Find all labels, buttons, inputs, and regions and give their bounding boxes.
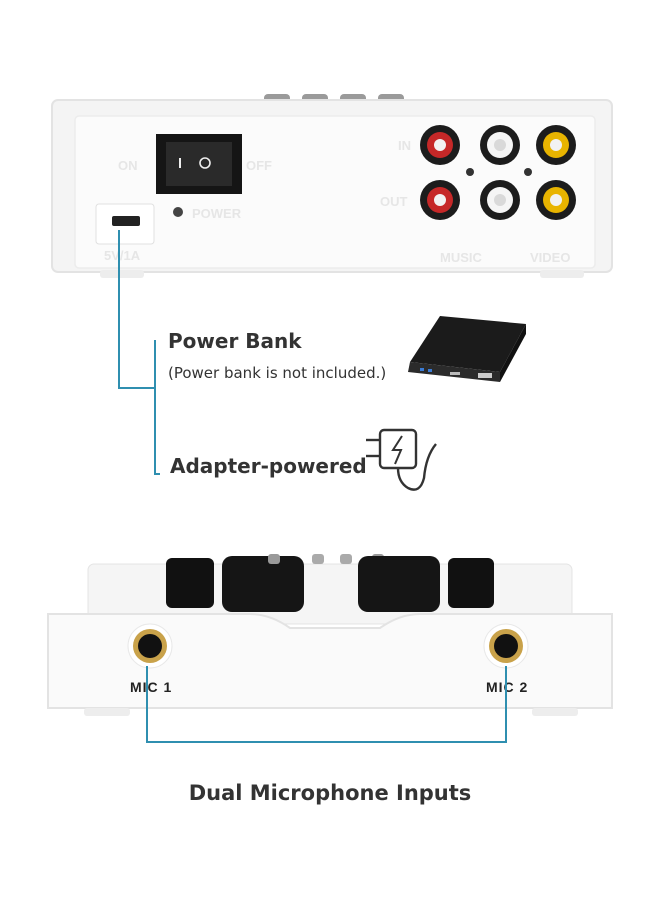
mic1-label: MIC 1 xyxy=(130,679,173,695)
power-bank-image xyxy=(408,316,526,382)
plug-lightning-icon xyxy=(366,428,437,491)
label-video: VIDEO xyxy=(530,250,571,265)
label-power: POWER xyxy=(192,206,242,221)
rear-panel-image xyxy=(51,94,613,278)
power-switch xyxy=(156,134,242,194)
adapter-title: Adapter-powered xyxy=(170,454,367,478)
mic-jacks xyxy=(127,623,529,669)
power-led xyxy=(173,207,183,217)
front-panel-image xyxy=(47,554,613,716)
power-bank-title: Power Bank xyxy=(168,329,302,353)
label-off: OFF xyxy=(246,158,272,173)
usb-port xyxy=(95,203,155,245)
power-connector-lines xyxy=(118,230,160,475)
rca-jacks xyxy=(420,125,576,220)
front-knobs xyxy=(166,554,494,612)
label-on: ON xyxy=(118,158,138,173)
mic-connector-lines xyxy=(146,666,507,743)
label-out: OUT xyxy=(380,194,408,209)
label-music: MUSIC xyxy=(440,250,482,265)
power-bank-note: (Power bank is not included.) xyxy=(168,364,387,382)
label-usb: 5V/1A xyxy=(104,248,141,263)
label-in: IN xyxy=(398,138,411,153)
dual-mic-caption: Dual Microphone Inputs xyxy=(188,781,472,805)
